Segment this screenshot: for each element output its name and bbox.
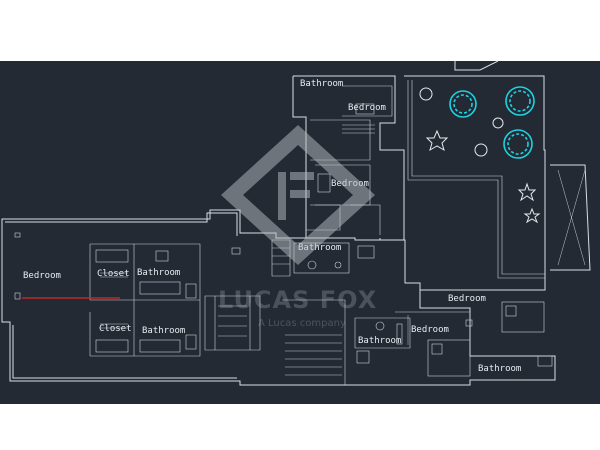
watermark-brand: LUCAS FOX xyxy=(218,286,377,314)
right-wing xyxy=(354,301,553,377)
room-label-bedroom-top: Bedroom xyxy=(348,103,386,113)
garden-plants xyxy=(419,87,541,224)
room-label-bedroom-right-2: Bedroom xyxy=(411,325,449,335)
left-wing xyxy=(14,232,241,357)
lucas-fox-watermark: LUCAS FOX A Lucas company xyxy=(218,125,377,329)
room-label-closet-1: Closet xyxy=(97,269,130,279)
central-core xyxy=(204,239,375,385)
room-label-bathroom-1: Bathroom xyxy=(137,268,180,278)
room-label-bathroom-right-2: Bathroom xyxy=(478,364,521,374)
room-label-bathroom-center: Bathroom xyxy=(298,243,341,253)
garden-trees xyxy=(449,86,535,159)
terrace-wall xyxy=(404,75,546,291)
room-label-bedroom-right-1: Bedroom xyxy=(448,294,486,304)
room-label-bathroom-top: Bathroom xyxy=(300,79,343,89)
room-label-bathroom-2: Bathroom xyxy=(142,326,185,336)
lucas-fox-logo-icon xyxy=(221,125,375,265)
watermark-tagline: A Lucas company xyxy=(258,318,346,329)
room-label-closet-2: Closet xyxy=(99,324,132,334)
upper-core-wall xyxy=(293,75,405,241)
outer-wall xyxy=(1,209,556,386)
room-label-bedroom-left: Bedroom xyxy=(23,271,61,281)
room-label-bathroom-right-1: Bathroom xyxy=(358,336,401,346)
floor-plan: Bathroom Bedroom Bedroom Bathroom Bedroo… xyxy=(0,61,600,404)
